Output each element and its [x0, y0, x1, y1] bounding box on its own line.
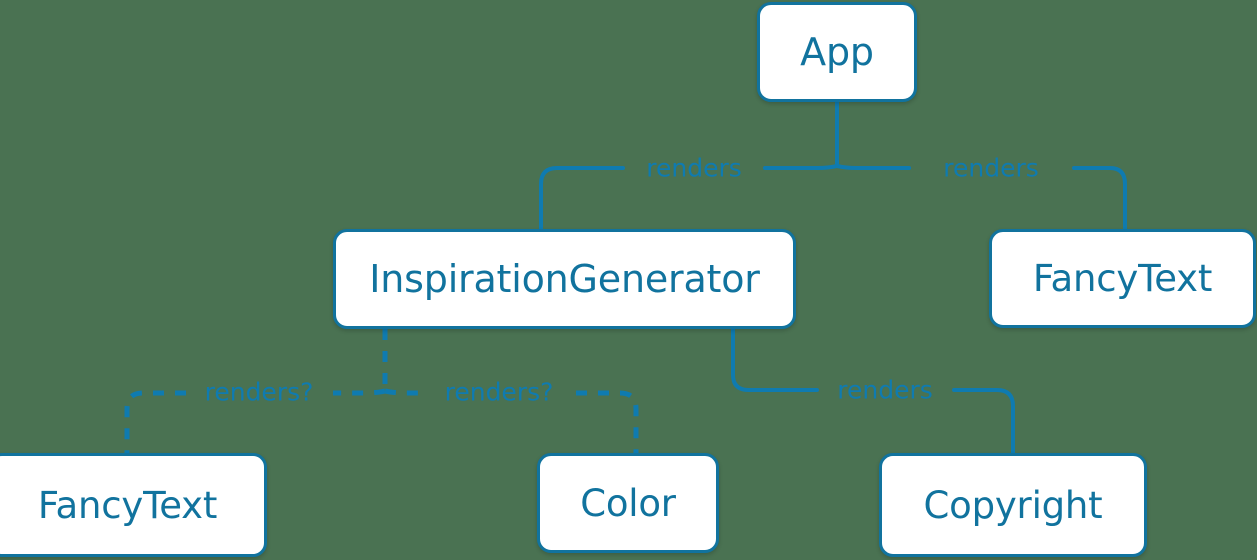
edge-app-to-fancytext-left-seg — [835, 164, 911, 170]
edge-inspiration-to-copyright-tail — [952, 388, 1015, 455]
node-fancytext-right-label: FancyText — [1032, 257, 1213, 300]
edge-inspiration-to-fancytext-left-tail — [124, 390, 186, 453]
node-inspiration-generator-label: InspirationGenerator — [369, 257, 760, 301]
edge-label-inspiration-to-color: renders? — [444, 377, 554, 407]
node-color[interactable]: Color — [537, 453, 719, 553]
node-inspiration-generator[interactable]: InspirationGenerator — [333, 229, 796, 329]
node-app[interactable]: App — [757, 2, 917, 102]
node-app-label: App — [800, 30, 874, 74]
node-color-label: Color — [580, 481, 676, 525]
edge-label-app-to-inspiration: renders — [646, 153, 742, 183]
edge-label-inspiration-to-fancytext: renders? — [204, 377, 314, 407]
node-copyright-label: Copyright — [923, 483, 1103, 527]
edge-inspiration-to-copyright-head — [731, 327, 819, 392]
edge-inspiration-to-fancytext-left-seg — [333, 388, 386, 396]
node-fancytext-right[interactable]: FancyText — [989, 229, 1256, 328]
edge-app-to-fancytext-right-seg — [1072, 166, 1127, 231]
edge-inspiration-to-color-tail — [576, 390, 639, 453]
node-fancytext-left-label: FancyText — [37, 483, 218, 527]
edge-label-app-to-fancytext: renders — [943, 153, 1039, 183]
node-copyright[interactable]: Copyright — [879, 453, 1147, 557]
edge-label-inspiration-to-copyright: renders — [837, 375, 933, 405]
edge-inspiration-to-color-left-seg — [384, 388, 422, 396]
edge-app-to-inspiration-left-seg — [539, 166, 625, 231]
edge-app-to-inspiration-right-seg — [763, 164, 839, 170]
node-fancytext-left[interactable]: FancyText — [0, 453, 267, 557]
